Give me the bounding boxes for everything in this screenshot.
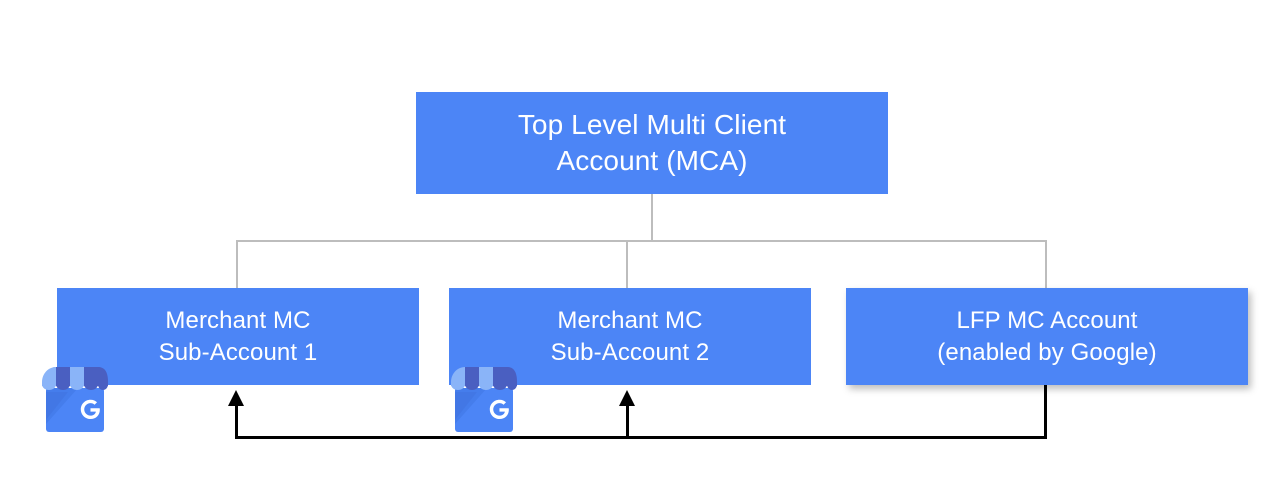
node-merchant-mc-sub-account-1-label: Merchant MC Sub-Account 1 bbox=[158, 307, 318, 366]
connector-drop-sub-account-1 bbox=[236, 240, 238, 288]
google-business-profile-storefront-icon bbox=[42, 367, 108, 432]
connector-drop-sub-account-2 bbox=[626, 240, 628, 288]
node-top-level-mca[interactable]: Top Level Multi Client Account (MCA) bbox=[416, 92, 888, 194]
node-top-level-mca-label: Top Level Multi Client Account (MCA) bbox=[517, 108, 787, 176]
connector-drop-lfp-account bbox=[1045, 240, 1047, 288]
node-lfp-mc-account[interactable]: LFP MC Account (enabled by Google) bbox=[846, 288, 1248, 385]
node-lfp-mc-account-label: LFP MC Account (enabled by Google) bbox=[937, 307, 1157, 366]
google-business-profile-storefront-icon bbox=[451, 367, 517, 432]
feedback-arrow-riser-sub-account-1 bbox=[235, 403, 238, 437]
feedback-arrowhead-sub-account-2 bbox=[619, 390, 635, 406]
feedback-arrow-riser-from-lfp bbox=[1044, 385, 1047, 437]
connector-mca-stem bbox=[651, 194, 653, 242]
feedback-arrowhead-sub-account-1 bbox=[228, 390, 244, 406]
node-merchant-mc-sub-account-1[interactable]: Merchant MC Sub-Account 1 bbox=[57, 288, 419, 385]
connector-horizontal-bus bbox=[236, 240, 1047, 242]
feedback-arrow-horizontal-bus bbox=[235, 436, 1047, 439]
node-merchant-mc-sub-account-2-label: Merchant MC Sub-Account 2 bbox=[550, 307, 710, 366]
feedback-arrow-riser-sub-account-2 bbox=[626, 403, 629, 437]
